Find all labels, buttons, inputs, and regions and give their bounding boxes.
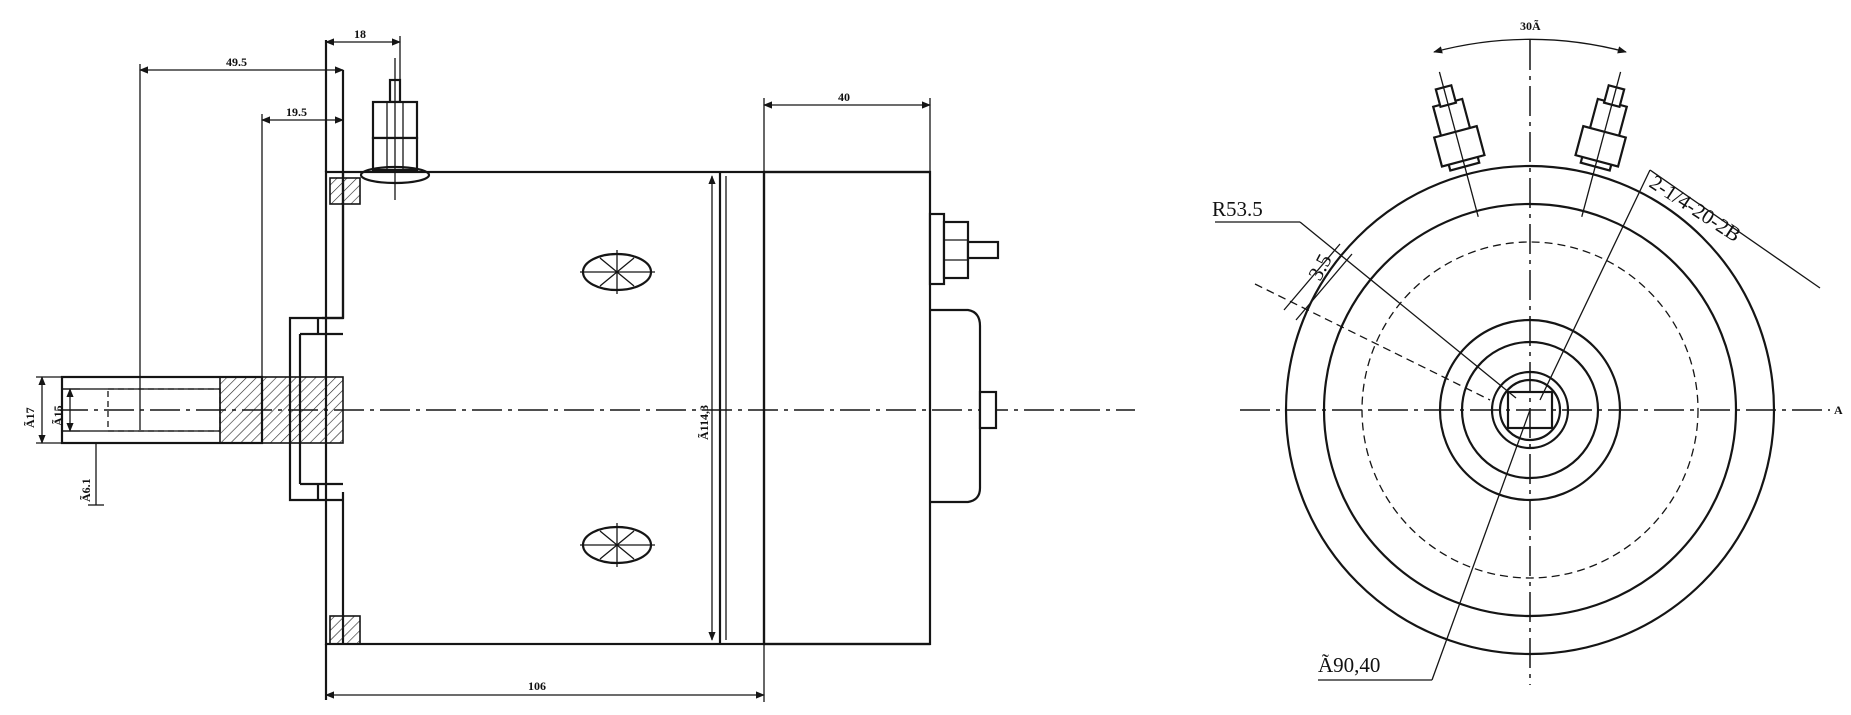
end-view: A 30Ã R53.5 3.5 2-1/4-20-2B xyxy=(1212,19,1843,685)
label-thread: 2-1/4-20-2B xyxy=(1645,170,1745,247)
label-pcd: Ã90,40 xyxy=(1318,653,1380,677)
dim-106: 106 xyxy=(528,679,546,693)
dim-body-diameter: Ã114,3 xyxy=(697,405,711,440)
dim-shaft-17: Ã17 xyxy=(23,407,37,428)
side-view: 18 49.5 19.5 40 106 Ã114,3 Ã17 Ã15 Ã6.1 xyxy=(23,27,1135,702)
magnet-mark-upper xyxy=(580,250,655,294)
dim-shaft-6-1: Ã6.1 xyxy=(79,478,93,502)
label-r53-5: R53.5 xyxy=(1212,197,1263,221)
terminal-stud-right xyxy=(1574,71,1629,217)
end-cap xyxy=(762,170,932,646)
dim-shaft-15: Ã15 xyxy=(51,405,65,426)
dim-40: 40 xyxy=(838,90,850,104)
dim-18: 18 xyxy=(354,27,366,41)
dim-angle: 30Ã xyxy=(1520,19,1541,33)
terminal-stud-right xyxy=(928,212,1000,286)
magnet-mark-lower xyxy=(580,523,655,567)
dim-19-5: 19.5 xyxy=(286,105,307,119)
label-3-5: 3.5 xyxy=(1303,250,1337,284)
dim-49-5: 49.5 xyxy=(226,55,247,69)
brush-housing xyxy=(930,308,982,504)
terminal-stud-left xyxy=(1431,71,1486,217)
axis-label-a: A xyxy=(1834,403,1843,417)
terminal-stud-top xyxy=(359,58,431,200)
